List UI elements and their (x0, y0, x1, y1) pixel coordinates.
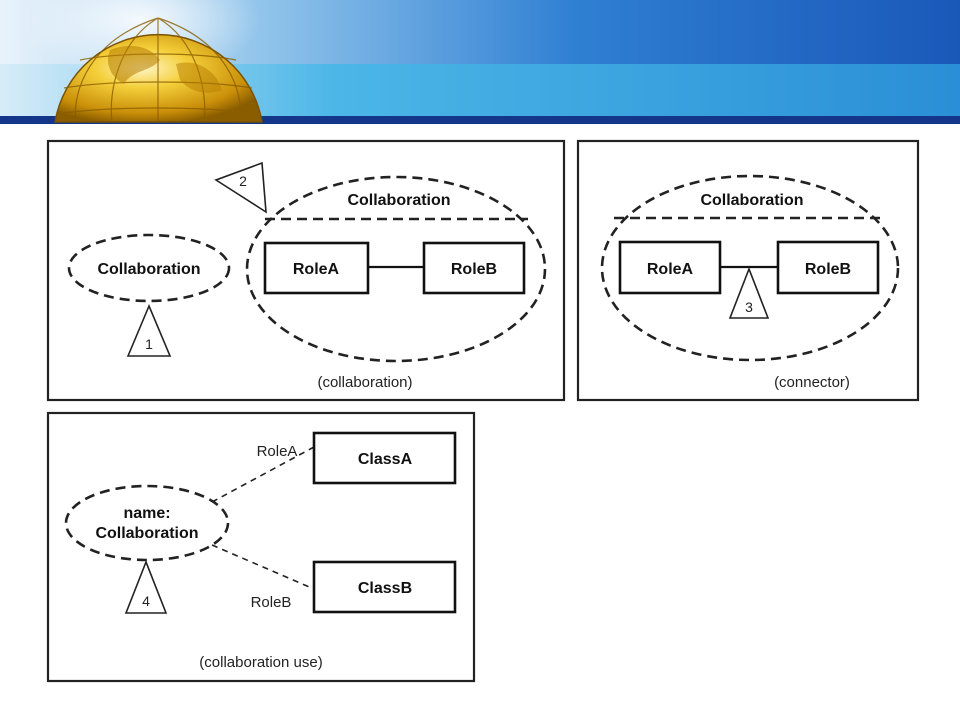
globe-icon (20, 0, 263, 123)
marker-2-label: 2 (239, 173, 247, 189)
class-a-box (312, 431, 457, 485)
marker-triangle-4 (124, 559, 168, 614)
role-b-label: RoleB (805, 261, 851, 278)
panel-connector: Collaboration RoleA RoleB 3 (connector) (576, 139, 920, 402)
panel-collaboration: Collaboration 1 Collaboration 2 RoleA Ro… (46, 139, 566, 402)
caption-connector: (connector) (774, 374, 850, 391)
caption-collaboration-use: (collaboration use) (199, 654, 322, 671)
marker-triangle-3 (728, 266, 770, 319)
marker-4-label: 4 (142, 593, 150, 609)
header-banner (0, 0, 960, 128)
class-a-label: ClassA (358, 451, 413, 468)
class-b-label: ClassB (358, 580, 412, 597)
marker-1-label: 1 (145, 336, 153, 352)
collaboration-large-ellipse (245, 175, 547, 363)
collaboration-small-label: Collaboration (97, 261, 200, 278)
collaboration-use-name-label: name: (123, 505, 170, 522)
class-b-box (312, 560, 457, 614)
collaboration-label: Collaboration (700, 192, 803, 209)
caption-collaboration: (collaboration) (317, 374, 412, 391)
role-a-binding-label: RoleA (257, 443, 298, 460)
role-a-box (263, 241, 370, 295)
role-b-box (422, 241, 526, 295)
collaboration-use-type-label: Collaboration (95, 525, 198, 542)
panel-collaboration-use: name: Collaboration ClassA ClassB RoleA … (46, 411, 476, 683)
role-a-box (618, 240, 722, 295)
collaboration-large-label: Collaboration (347, 192, 450, 209)
role-b-binding-label: RoleB (251, 594, 292, 611)
header-dark-stripe (0, 116, 960, 124)
collaboration-use-ellipse (64, 484, 230, 562)
marker-triangle-1 (126, 303, 172, 357)
collaboration-small-ellipse (67, 233, 231, 303)
marker-3-label: 3 (745, 299, 753, 315)
role-binding-a (211, 446, 315, 503)
role-a-label: RoleA (647, 261, 694, 278)
marker-triangle-2 (214, 161, 267, 214)
header-white-line (0, 124, 960, 128)
role-a-label: RoleA (293, 261, 340, 278)
role-binding-b (211, 544, 315, 590)
collaboration-ellipse (600, 174, 900, 362)
role-b-box (776, 240, 880, 295)
role-b-label: RoleB (451, 261, 497, 278)
